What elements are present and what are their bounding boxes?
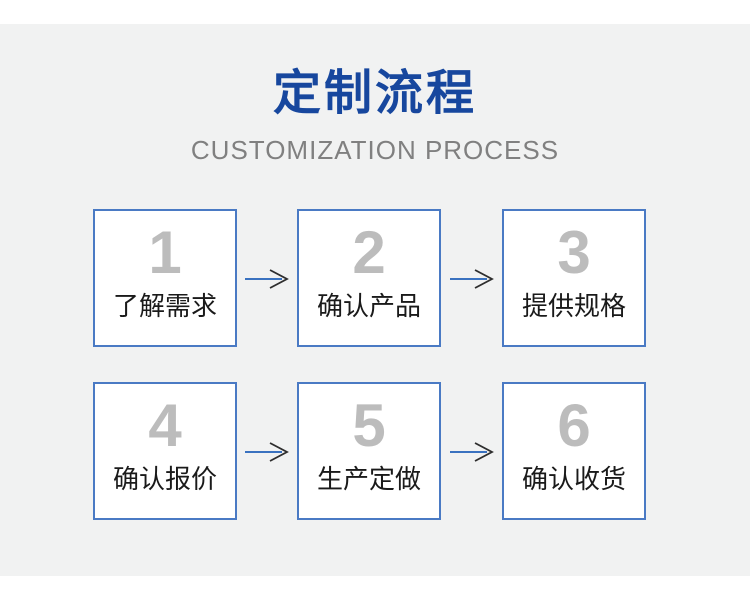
step-card-5: 5 生产定做	[297, 382, 441, 520]
step-number: 6	[557, 392, 591, 460]
step-number: 2	[352, 219, 386, 287]
step-label: 确认报价	[112, 464, 217, 495]
step-number: 3	[557, 219, 591, 287]
step-label: 了解需求	[112, 291, 217, 322]
arrow-right-icon	[450, 442, 494, 462]
step-card-4: 4 确认报价	[93, 382, 237, 520]
arrow-right-icon	[450, 269, 494, 289]
step-label: 生产定做	[316, 464, 421, 495]
step-card-2: 2 确认产品	[297, 209, 441, 347]
step-label: 确认收货	[521, 464, 626, 495]
step-card-1: 1 了解需求	[93, 209, 237, 347]
step-label: 提供规格	[521, 291, 626, 322]
page-title: 定制流程	[272, 67, 477, 120]
step-card-3: 3 提供规格	[502, 209, 646, 347]
step-number: 1	[148, 219, 182, 287]
arrow-right-icon	[245, 269, 289, 289]
step-number: 4	[148, 392, 182, 460]
step-card-6: 6 确认收货	[502, 382, 646, 520]
step-label: 确认产品	[316, 291, 421, 322]
page-subtitle: CUSTOMIZATION PROCESS	[190, 135, 560, 165]
step-number: 5	[352, 392, 386, 460]
arrow-right-icon	[245, 442, 289, 462]
